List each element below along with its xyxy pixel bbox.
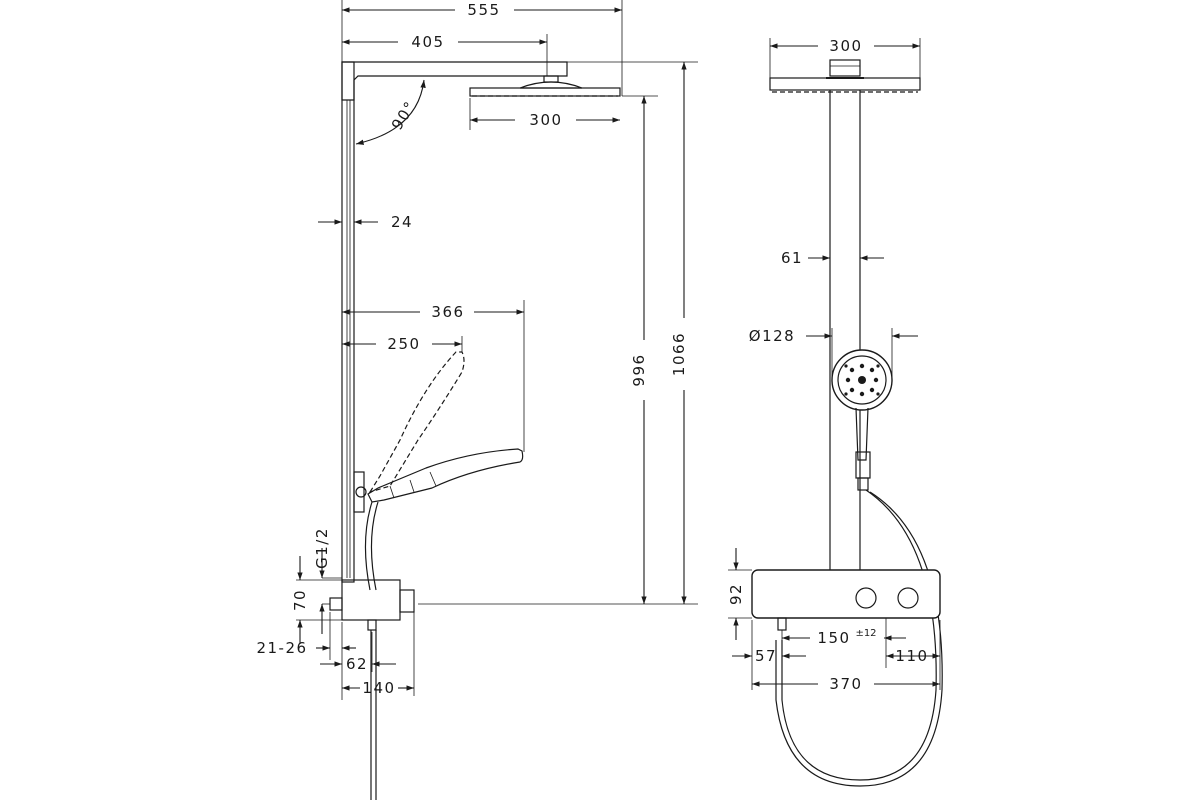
dim-thermostat-length: 370 xyxy=(829,675,862,693)
side-dimensions: 555 405 300 90° 24 366 xyxy=(256,0,698,700)
front-thermostat xyxy=(751,569,941,631)
front-dimensions: 300 61 Ø128 92 150 ±12 xyxy=(727,37,941,693)
dim-thermostat-width: 140 xyxy=(362,679,395,697)
dim-arm-length: 405 xyxy=(411,33,444,51)
side-view: 555 405 300 90° 24 366 xyxy=(256,0,698,800)
dim-angle: 90° xyxy=(388,97,420,133)
dim-wall-distance: 21-26 xyxy=(256,639,307,657)
front-view: 300 61 Ø128 92 150 ±12 xyxy=(727,37,943,787)
nozzle-pattern xyxy=(844,363,880,397)
shower-arm xyxy=(341,61,568,101)
dim-right-offset: 110 xyxy=(895,647,928,665)
shower-hose xyxy=(364,501,379,591)
hand-shower-alt-position xyxy=(368,351,465,494)
thermostat-side xyxy=(329,579,415,631)
hand-shower xyxy=(367,448,524,503)
hand-shower-holder xyxy=(353,471,367,513)
dim-overall-width: 555 xyxy=(467,1,500,19)
outlet-hose xyxy=(370,630,377,800)
dim-hand-offset: 250 xyxy=(387,335,420,353)
front-holder xyxy=(855,451,871,491)
dim-front-head-width: 300 xyxy=(829,37,862,55)
front-hand-shower xyxy=(831,349,893,461)
riser-rail xyxy=(341,61,355,583)
dim-hand-diameter: Ø128 xyxy=(749,327,795,345)
front-riser xyxy=(829,90,861,570)
dim-front-rail-width: 61 xyxy=(781,249,803,267)
dim-thermostat-depth: 70 xyxy=(291,589,309,611)
dim-outlet-offset: 62 xyxy=(346,655,368,673)
front-overhead-head xyxy=(769,59,921,93)
dim-left-offset: 57 xyxy=(755,647,777,665)
dim-height-to-head: 996 xyxy=(630,353,648,386)
dim-hand-reach: 366 xyxy=(431,303,464,321)
dim-head-width: 300 xyxy=(529,111,562,129)
dim-thermostat-height: 92 xyxy=(727,583,745,605)
front-hose xyxy=(775,489,943,787)
overhead-shower-head xyxy=(469,75,621,97)
dim-tolerance: ±12 xyxy=(855,628,876,639)
dim-thread: G1/2 xyxy=(313,527,331,569)
dim-rail-width: 24 xyxy=(391,213,413,231)
dim-center-distance: 150 xyxy=(817,629,850,647)
dim-total-height: 1066 xyxy=(670,332,688,376)
